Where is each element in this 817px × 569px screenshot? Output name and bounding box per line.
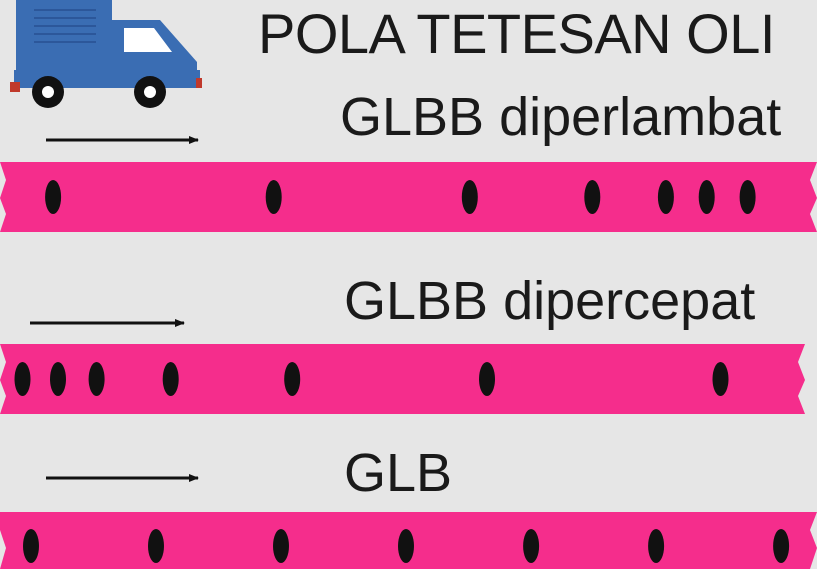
oil-drop (45, 180, 62, 214)
oil-drop (23, 529, 39, 563)
oil-drop (273, 529, 289, 563)
oil-drop (284, 362, 301, 396)
row-label-glb: GLB (344, 443, 453, 503)
page-title: POLA TETESAN OLI (258, 2, 775, 65)
oil-drop (479, 362, 495, 396)
oil-drop (523, 529, 540, 563)
oil-drop (712, 362, 729, 396)
oil-drop (50, 362, 66, 396)
oil-drop (648, 529, 665, 563)
oil-drop (162, 362, 179, 396)
oil-drop (739, 180, 756, 214)
oil-drop (14, 362, 31, 396)
oil-drop (584, 180, 601, 214)
oil-drop (773, 529, 790, 563)
oil-drop (657, 180, 674, 214)
oil-drop (398, 529, 414, 563)
oil-drop (148, 529, 164, 563)
tape-glb (0, 512, 817, 569)
tape-glbb-dipercepat (0, 344, 805, 414)
oil-drop (88, 362, 105, 396)
oil-drop (265, 180, 282, 214)
oil-drop (461, 180, 478, 214)
truck-icon (10, 0, 202, 108)
row-label-glbb-dipercepat: GLBB dipercepat (344, 271, 756, 331)
oil-drop (698, 180, 715, 214)
tape-glbb-diperlambat (0, 162, 817, 232)
row-label-glbb-diperlambat: GLBB diperlambat (340, 87, 782, 147)
